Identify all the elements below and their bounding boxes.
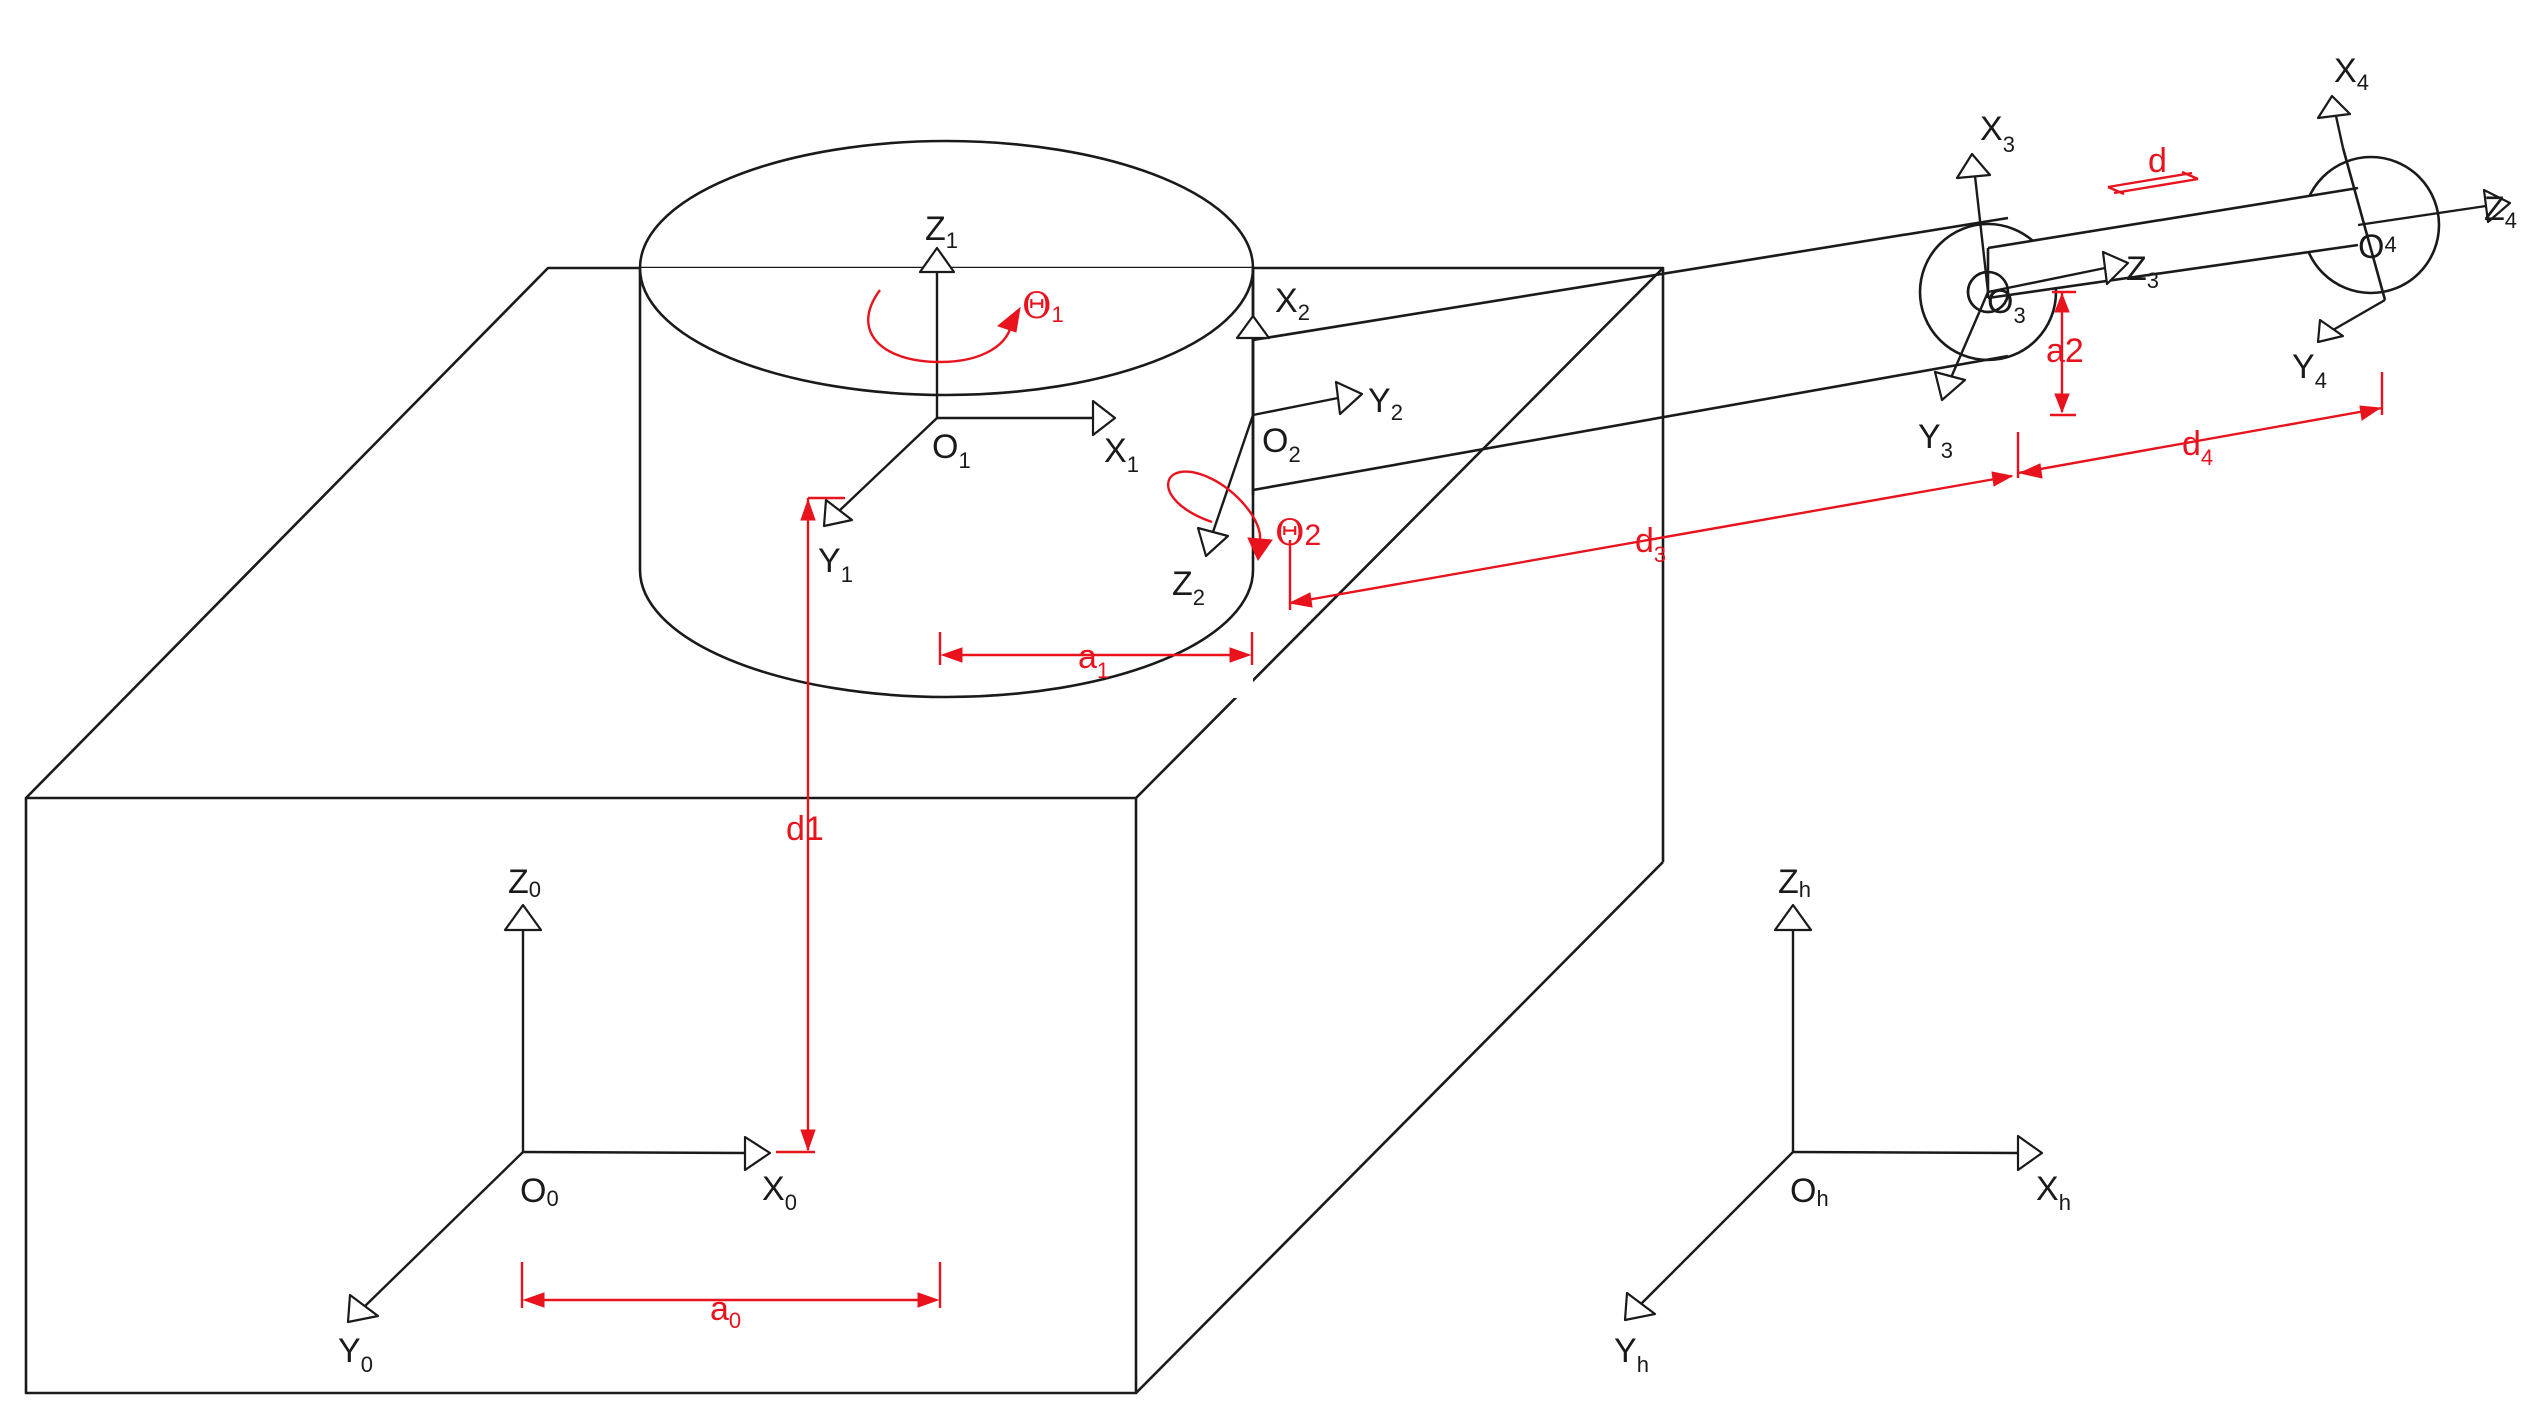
arm-link-2 xyxy=(1986,147,2387,301)
frame-3 xyxy=(1933,152,2130,402)
arm-link-2-top-edge xyxy=(1987,186,2359,250)
arm-link-1-bottom-edge xyxy=(1252,354,2009,492)
z0-arrowhead xyxy=(503,903,543,932)
d3-label: d3 xyxy=(1635,522,1666,567)
dimension-d4 xyxy=(2016,372,2384,479)
x3-arrowhead xyxy=(1955,152,1992,180)
y1-axis xyxy=(837,417,938,513)
yh-arrowhead xyxy=(1623,1291,1657,1322)
xh-arrowhead xyxy=(2016,1134,2044,1172)
d4-dimension-line xyxy=(2017,406,2383,475)
a0-label: a0 xyxy=(710,1290,741,1333)
z2-axis xyxy=(1211,414,1255,533)
x4-axis xyxy=(2334,115,2345,149)
y2-label: Y2 xyxy=(1368,382,1403,425)
o1-label: O1 xyxy=(932,428,971,473)
d4-label: d4 xyxy=(2182,425,2213,470)
z1-arrowhead xyxy=(918,246,956,274)
dimension-d1 xyxy=(776,496,845,1154)
y0-arrowhead xyxy=(346,1293,380,1324)
dimension-a1 xyxy=(938,632,1254,665)
theta1-label: Θ1 xyxy=(1022,286,1064,327)
base-box-top-edge xyxy=(1135,267,1664,799)
joint-3-hub xyxy=(1966,270,2010,314)
yh-axis xyxy=(1639,1151,1794,1306)
frame-2 xyxy=(1196,314,1364,558)
y2-arrowhead xyxy=(1334,380,1364,416)
frame-h xyxy=(1623,903,2044,1322)
z3-axis xyxy=(1987,266,2106,294)
z4-arrowhead xyxy=(2482,188,2512,224)
arm-link-1-top-edge xyxy=(1252,216,2009,342)
z2-arrowhead xyxy=(1196,526,1230,558)
a1-label: a1 xyxy=(1078,638,1109,683)
frame-1 xyxy=(822,246,1117,528)
y3-arrowhead xyxy=(1933,370,1967,402)
x3-axis xyxy=(1973,175,1990,293)
x0-arrowhead xyxy=(743,1135,772,1172)
frame-4 xyxy=(2316,94,2512,344)
z3-label: Z3 xyxy=(2126,250,2159,293)
cylinder-body xyxy=(638,270,1255,699)
d3-dimension-line xyxy=(1289,474,2013,605)
cylinder-joint-1 xyxy=(638,139,1255,699)
x2-label: X2 xyxy=(1275,282,1310,325)
y3-axis xyxy=(1948,291,1990,381)
xh-label: Xh xyxy=(2036,1170,2071,1215)
d-label: d xyxy=(2148,142,2167,180)
y1-arrowhead xyxy=(822,498,854,528)
o2-label: O2 xyxy=(1262,422,1301,467)
dimension-a2 xyxy=(2050,290,2076,417)
rotation-theta2 xyxy=(1167,470,1273,562)
y4-arrowhead xyxy=(2316,318,2345,344)
z4-axis xyxy=(2357,204,2487,227)
o3-label: O3 xyxy=(1987,283,2026,328)
z3-arrowhead xyxy=(2101,250,2130,286)
zh-arrowhead xyxy=(1773,903,1813,932)
theta2-label: Θ2 xyxy=(1275,513,1321,554)
dimension-d3 xyxy=(1288,471,2014,610)
x1-label: X1 xyxy=(1104,432,1139,477)
zh-label: Zh xyxy=(1778,863,1811,902)
z0-label: Z0 xyxy=(508,863,541,902)
theta1-arc xyxy=(867,289,1014,364)
base-box-front-face xyxy=(24,796,1138,1395)
o0-label: O0 xyxy=(520,1172,559,1211)
arm-link-1 xyxy=(1251,216,2009,495)
x0-axis xyxy=(522,1150,746,1155)
x3-label: X3 xyxy=(1980,110,2015,157)
y3-label: Y3 xyxy=(1918,418,1953,463)
z1-label: Z1 xyxy=(925,210,958,253)
a2-label: a2 xyxy=(2046,332,2084,370)
x4-arrowhead xyxy=(2316,94,2352,120)
theta2-arrowhead xyxy=(1247,537,1273,562)
frame-0 xyxy=(346,903,772,1324)
base-box-side-edge xyxy=(1135,861,1664,1394)
y2-axis xyxy=(1252,396,1339,417)
rotation-theta1 xyxy=(867,289,1021,364)
z2-label: Z2 xyxy=(1172,565,1205,610)
arm-link-2-bottom-edge xyxy=(1987,243,2359,300)
sliding-arrows-d xyxy=(2107,170,2199,196)
x1-arrowhead xyxy=(1091,399,1117,437)
y4-label: Y4 xyxy=(2292,348,2327,393)
xh-axis xyxy=(1792,1150,2019,1155)
x4-label: X4 xyxy=(2334,52,2369,95)
x2-arrowhead xyxy=(1235,314,1271,340)
dimension-a0 xyxy=(520,1262,942,1308)
yh-label: Yh xyxy=(1614,1332,1649,1377)
o4-label: O4 xyxy=(2358,228,2397,266)
x0-label: X0 xyxy=(762,1170,797,1215)
y0-axis xyxy=(362,1151,524,1309)
d1-label: d1 xyxy=(786,810,824,848)
theta2-arc xyxy=(1167,470,1262,541)
oh-label: Oh xyxy=(1790,1172,1829,1211)
y1-label: Y1 xyxy=(818,542,853,587)
theta1-arrowhead xyxy=(996,306,1021,333)
y0-label: Y0 xyxy=(338,1332,373,1377)
z4-label: Z4 xyxy=(2484,190,2517,233)
y4-axis xyxy=(2332,298,2386,332)
